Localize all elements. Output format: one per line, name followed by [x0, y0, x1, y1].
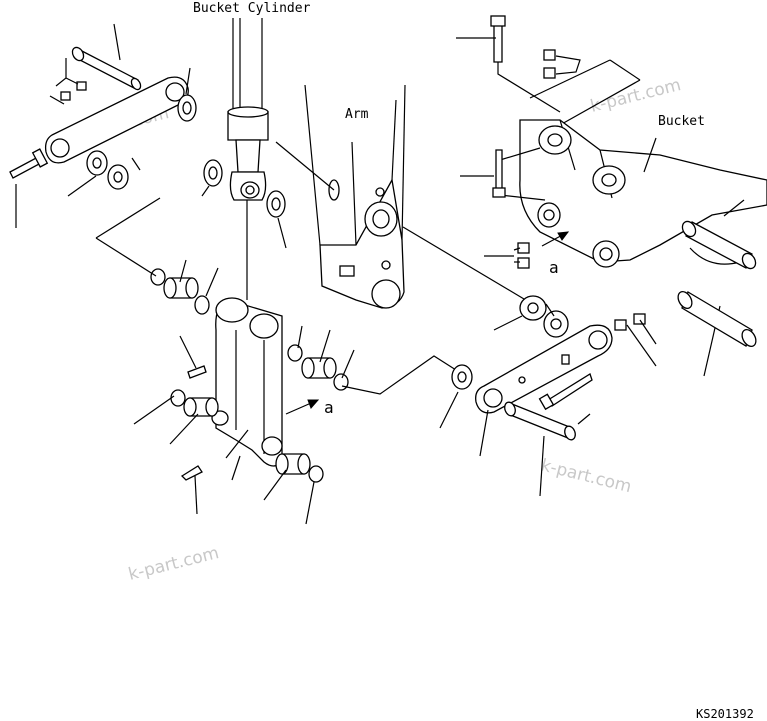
drawing-number: KS201392: [696, 707, 754, 721]
arm-label: Arm: [345, 107, 369, 122]
arrow-a-label: a: [324, 398, 334, 417]
bucket-cylinder-label: Bucket Cylinder: [193, 1, 311, 16]
upper-link-assembly: [9, 23, 197, 228]
arrow-a-label: a: [549, 258, 559, 277]
bucket-assembly: [456, 15, 767, 348]
h-link-assembly: [95, 197, 457, 525]
side-link-assembly: [439, 295, 721, 497]
bucket-label: Bucket: [658, 114, 705, 129]
watermark: k-part.com: [126, 543, 221, 585]
arm-boom: [275, 84, 525, 309]
bucket-cylinder: [201, 18, 287, 300]
watermark: k-part.com: [539, 455, 634, 497]
watermark: k-part.com: [588, 75, 683, 117]
